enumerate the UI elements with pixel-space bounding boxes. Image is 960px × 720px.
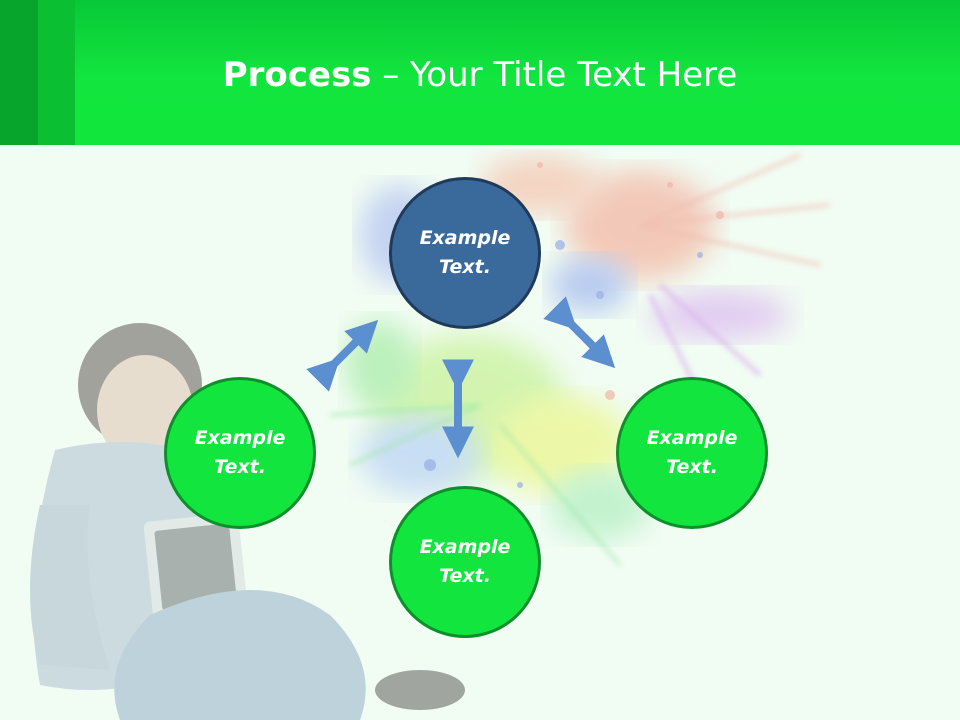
process-node-bottom: Example Text. xyxy=(389,486,541,638)
slide-title: Process – Your Title Text Here xyxy=(0,52,960,98)
title-rest: – Your Title Text Here xyxy=(371,55,738,95)
process-node-left: Example Text. xyxy=(164,377,316,529)
node-top-line1: Example xyxy=(419,227,511,249)
header-stripe-dark xyxy=(0,0,38,145)
title-bold: Process xyxy=(222,55,372,95)
node-top-line2: Text. xyxy=(439,256,491,278)
node-right-line2: Text. xyxy=(666,456,718,478)
node-bottom-line1: Example xyxy=(419,536,511,558)
process-node-right: Example Text. xyxy=(616,377,768,529)
title-bar: Process – Your Title Text Here xyxy=(0,0,960,145)
node-left-line2: Text. xyxy=(214,456,266,478)
header-stripe-mid xyxy=(38,0,75,145)
process-node-top: Example Text. xyxy=(389,177,541,329)
node-left-line1: Example xyxy=(194,427,286,449)
node-right-line1: Example xyxy=(646,427,738,449)
node-bottom-line2: Text. xyxy=(439,565,491,587)
